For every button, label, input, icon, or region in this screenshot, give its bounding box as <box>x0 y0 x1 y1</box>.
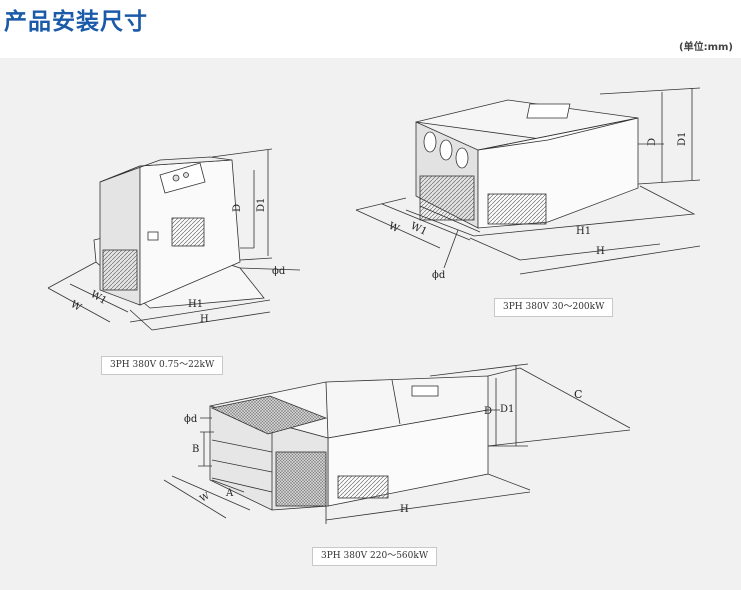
medium-drive-label-d1: D1 <box>677 132 688 146</box>
medium-drive-label-phi-d: ϕd <box>432 270 446 281</box>
large-drive-front-mesh <box>275 451 327 507</box>
small-drive-label-h: H <box>200 314 209 325</box>
large-drive-label-h: H <box>400 504 409 515</box>
medium-drive-keypad <box>526 103 571 119</box>
small-drive-label-w: W <box>69 299 84 314</box>
caption-large-drive: 3PH 380V 220～560kW <box>312 547 438 566</box>
caption-medium-drive: 3PH 380V 30～200kW <box>494 298 614 317</box>
medium-drive-label-h1: H1 <box>576 226 591 237</box>
small-drive-label-phi-d: ϕd <box>272 266 286 277</box>
large-drive-label-d1: D1 <box>500 404 514 415</box>
small-drive-label-d1: D1 <box>256 198 267 212</box>
unit-note: (单位:mm) <box>679 42 733 53</box>
large-drive-label-c: C <box>574 388 582 401</box>
small-drive-front-vent <box>102 249 138 291</box>
large-drive-label-phi-d: ϕd <box>184 414 198 425</box>
medium-drive-label-w: W <box>387 221 402 236</box>
large-drive-top-fan-mesh <box>210 395 328 435</box>
drawing-small-drive: D D1 ϕd W W1 H1 H <box>47 148 301 331</box>
drawing-large-drive: ϕd B A W H D D1 C <box>163 363 631 524</box>
drawing-medium-drive: D D1 W W1 H1 H ϕd <box>355 87 701 281</box>
caption-small-drive: 3PH 380V 0.75～22kW <box>101 356 224 375</box>
small-drive-label-d: D <box>232 204 243 212</box>
medium-drive-front-vent <box>419 175 475 221</box>
large-drive-label-d: D <box>484 406 492 417</box>
small-drive-keypad <box>159 162 206 194</box>
small-drive-top <box>99 156 233 183</box>
large-drive-keypad <box>411 385 439 397</box>
large-drive-label-b: B <box>192 444 199 455</box>
medium-drive-label-h: H <box>596 246 605 257</box>
large-drive-label-a: A <box>225 488 234 499</box>
large-drive-side-vent <box>337 475 389 499</box>
medium-drive-side-vent <box>487 193 547 225</box>
medium-drive-label-d: D <box>647 138 658 146</box>
page-title: 产品安装尺寸 <box>4 9 148 35</box>
small-drive-side-vent <box>171 217 205 247</box>
small-drive-label-h1: H1 <box>188 299 203 310</box>
